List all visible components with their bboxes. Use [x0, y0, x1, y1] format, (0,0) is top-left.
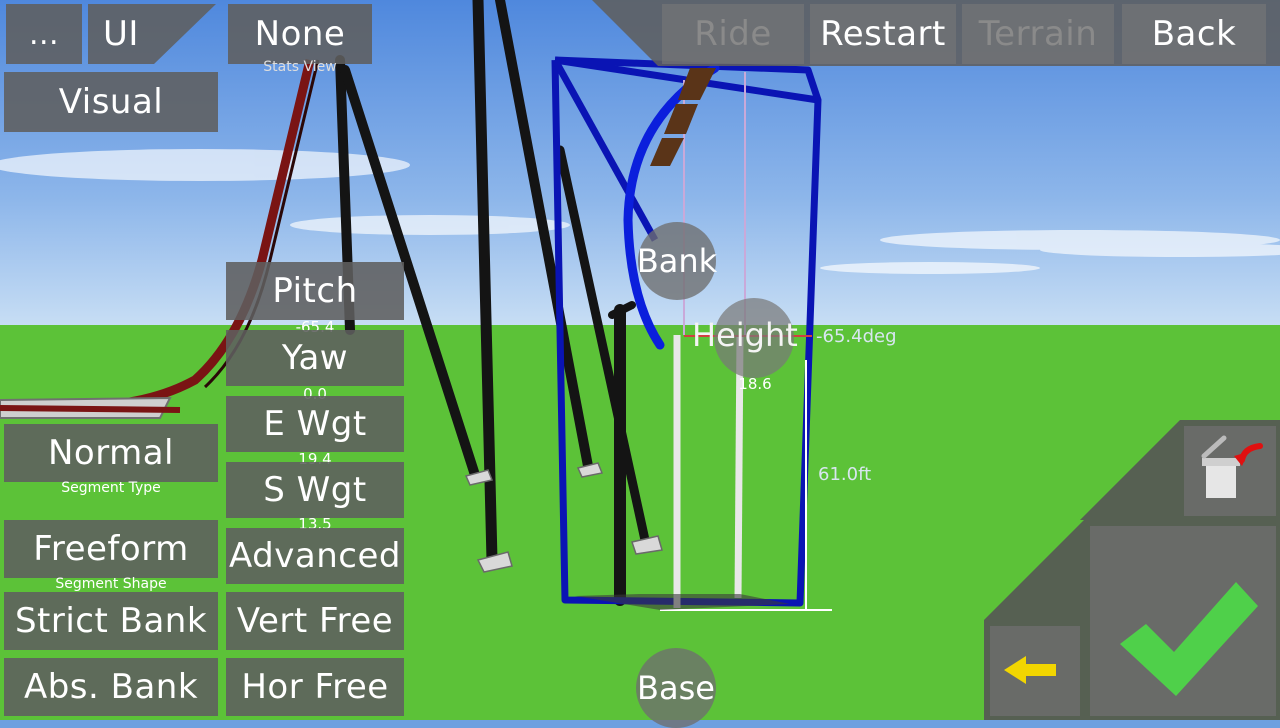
e-wgt-button[interactable]: E Wgt — [226, 396, 404, 452]
s-wgt-button[interactable]: S Wgt — [226, 462, 404, 518]
confirm-button[interactable] — [1090, 526, 1276, 716]
confirm-check-icon — [1120, 582, 1258, 696]
clouds — [0, 149, 1280, 274]
delete-segment-button[interactable] — [1184, 426, 1276, 516]
height-value: 18.6 — [738, 375, 772, 393]
vert-free-button[interactable]: Vert Free — [226, 592, 404, 650]
segment-shape-button[interactable]: Freeform — [4, 520, 218, 578]
angle-readout: -65.4deg — [816, 326, 897, 347]
top-right-bar-wedge — [592, 0, 658, 66]
yaw-button[interactable]: Yaw — [226, 330, 404, 386]
segment-type-button[interactable]: Normal — [4, 424, 218, 482]
restart-button[interactable]: Restart — [810, 4, 956, 64]
height-handle-label: Height — [692, 316, 798, 354]
coaster-train — [650, 68, 716, 166]
hor-free-button[interactable]: Hor Free — [226, 658, 404, 716]
pitch-button[interactable]: Pitch — [226, 262, 404, 320]
top-left-bar-wedge — [154, 4, 216, 64]
base-handle[interactable]: Base — [636, 648, 716, 728]
segment-guides — [673, 334, 744, 608]
pole-footings — [464, 462, 663, 573]
base-shadow — [575, 594, 790, 610]
edit-tools-panel-wedge — [1080, 420, 1180, 520]
height-handle[interactable] — [714, 298, 794, 378]
advanced-button[interactable]: Advanced — [226, 528, 404, 584]
ui-toggle-button[interactable]: UI — [88, 4, 154, 64]
back-button[interactable]: Back — [1122, 4, 1266, 64]
stats-view-button[interactable]: None — [228, 4, 372, 64]
back-arrow-icon — [1004, 656, 1056, 684]
previous-segment-button[interactable] — [990, 626, 1080, 716]
height-readout: 61.0ft — [818, 464, 872, 485]
ride-button[interactable]: Ride — [662, 4, 804, 64]
terrain-button[interactable]: Terrain — [962, 4, 1114, 64]
height-ruler — [660, 360, 832, 611]
support-poles — [335, 0, 650, 606]
visual-button[interactable]: Visual — [4, 72, 218, 132]
stats-view-caption: Stats View — [263, 59, 337, 75]
segment-type-caption: Segment Type — [61, 480, 161, 496]
segment-shape-caption: Segment Shape — [55, 576, 167, 592]
strict-bank-button[interactable]: Strict Bank — [4, 592, 218, 650]
confirm-panel-wedge — [984, 520, 1084, 620]
bank-handle[interactable]: Bank — [637, 222, 717, 300]
more-menu-button[interactable]: ... — [6, 4, 82, 64]
selected-track — [623, 63, 720, 350]
abs-bank-button[interactable]: Abs. Bank — [4, 658, 218, 716]
pencil-trash-icon — [1201, 435, 1263, 498]
